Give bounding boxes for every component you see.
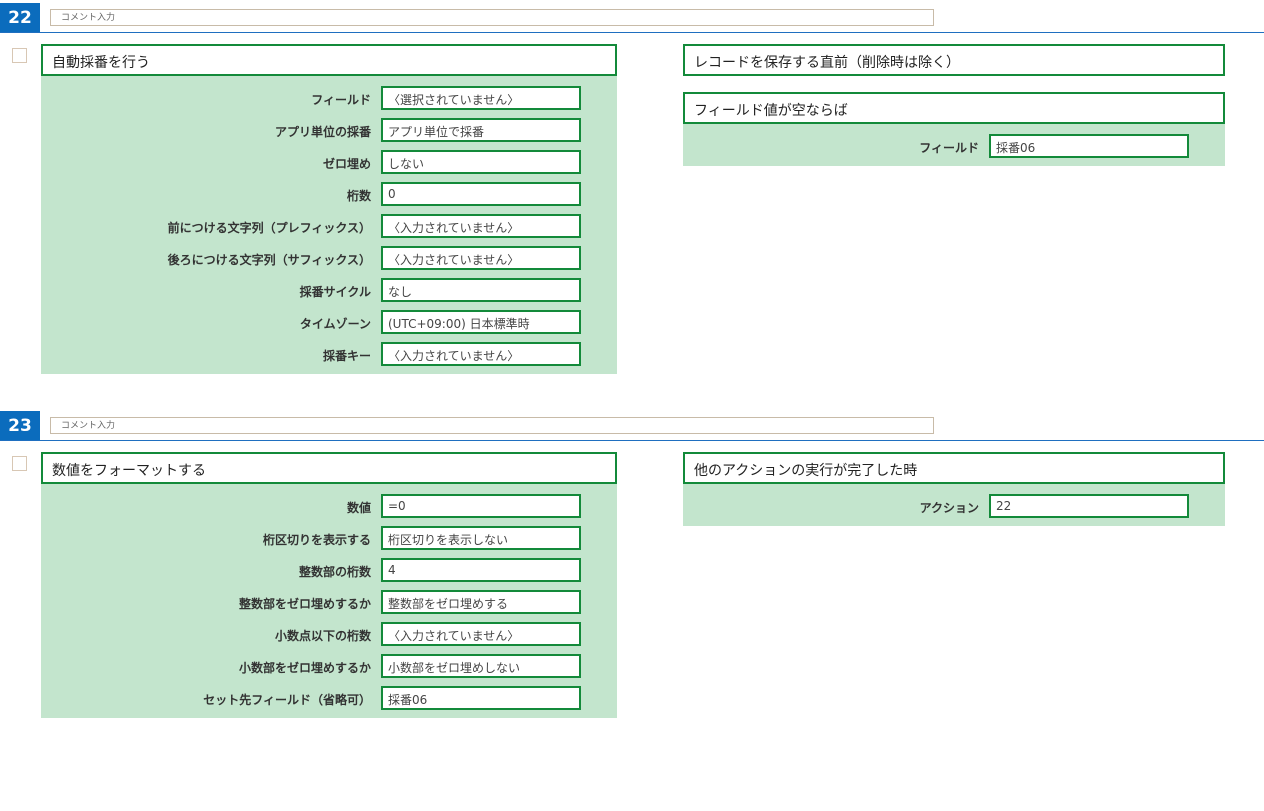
trigger-title[interactable]: レコードを保存する直前（削除時は除く） bbox=[683, 44, 1225, 76]
field-value[interactable]: 〈入力されていません〉 bbox=[381, 246, 581, 270]
field-value[interactable]: (UTC+09:00) 日本標準時 bbox=[381, 310, 581, 334]
field-label: 整数部の桁数 bbox=[298, 565, 371, 579]
divider bbox=[0, 32, 1264, 33]
field-value[interactable]: 小数部をゼロ埋めしない bbox=[381, 654, 581, 678]
field-value[interactable]: 〈入力されていません〉 bbox=[381, 622, 581, 646]
rule-number: 23 bbox=[0, 411, 40, 441]
field-value[interactable]: =0 bbox=[381, 494, 581, 518]
trigger-title[interactable]: フィールド値が空ならば bbox=[683, 92, 1225, 124]
rule-number: 22 bbox=[0, 3, 40, 33]
action-title[interactable]: 数値をフォーマットする bbox=[41, 452, 617, 484]
field-value[interactable]: 4 bbox=[381, 558, 581, 582]
field-label: 整数部をゼロ埋めするか bbox=[238, 597, 371, 611]
action-title[interactable]: 自動採番を行う bbox=[41, 44, 617, 76]
field-label: 桁区切りを表示する bbox=[262, 533, 371, 547]
rule-block: 23 コメント入力数値をフォーマットする数値 =0 桁区切りを表示する桁区切りを表示し… bbox=[0, 411, 1264, 811]
field-label: ゼロ埋め bbox=[322, 157, 371, 171]
field-value[interactable]: 〈入力されていません〉 bbox=[381, 342, 581, 366]
divider bbox=[0, 440, 1264, 441]
field-label: 数値 bbox=[346, 501, 371, 515]
field-value[interactable]: 桁区切りを表示しない bbox=[381, 526, 581, 550]
field-label: セット先フィールド（省略可） bbox=[203, 693, 371, 707]
field-value[interactable]: しない bbox=[381, 150, 581, 174]
comment-input[interactable]: コメント入力 bbox=[50, 9, 934, 26]
field-value[interactable]: 採番06 bbox=[381, 686, 581, 710]
field-label: アプリ単位の採番 bbox=[274, 125, 371, 139]
field-value[interactable]: 〈入力されていません〉 bbox=[381, 214, 581, 238]
field-label: タイムゾーン bbox=[299, 317, 371, 331]
select-checkbox[interactable] bbox=[12, 456, 27, 471]
field-label: 後ろにつける文字列（サフィックス） bbox=[167, 253, 371, 267]
field-value[interactable]: アプリ単位で採番 bbox=[381, 118, 581, 142]
field-label: 小数点以下の桁数 bbox=[274, 629, 371, 643]
field-label: 前につける文字列（プレフィックス） bbox=[167, 221, 371, 235]
select-checkbox[interactable] bbox=[12, 48, 27, 63]
field-label: フィールド bbox=[311, 93, 371, 107]
field-value[interactable]: 〈選択されていません〉 bbox=[381, 86, 581, 110]
field-label: 採番サイクル bbox=[299, 285, 371, 299]
field-label: アクション bbox=[919, 501, 979, 515]
field-value[interactable]: なし bbox=[381, 278, 581, 302]
field-value[interactable]: 整数部をゼロ埋めする bbox=[381, 590, 581, 614]
field-label: 桁数 bbox=[346, 189, 371, 203]
field-label: 採番キー bbox=[322, 349, 371, 363]
trigger-title[interactable]: 他のアクションの実行が完了した時 bbox=[683, 452, 1225, 484]
field-label: フィールド bbox=[919, 141, 979, 155]
field-value[interactable]: 0 bbox=[381, 182, 581, 206]
comment-input[interactable]: コメント入力 bbox=[50, 417, 934, 434]
field-value[interactable]: 22 bbox=[989, 494, 1189, 518]
field-label: 小数部をゼロ埋めするか bbox=[238, 661, 371, 675]
field-value[interactable]: 採番06 bbox=[989, 134, 1189, 158]
